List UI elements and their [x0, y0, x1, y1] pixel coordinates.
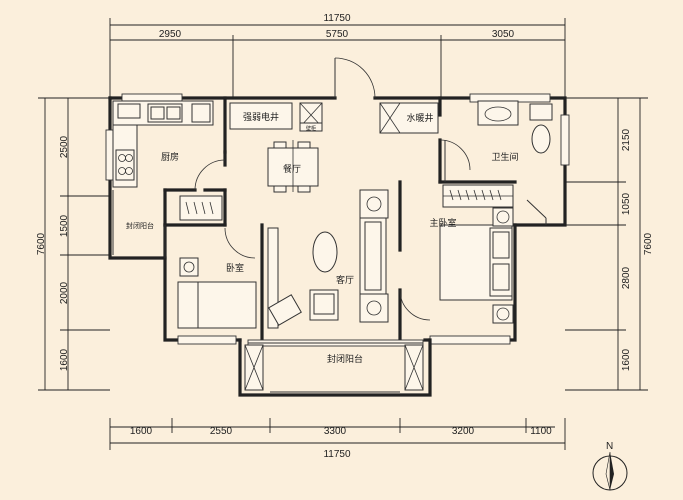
master-bedroom-door-swing [399, 289, 431, 321]
kitchen-counter [112, 100, 214, 188]
compass-north-label: N [606, 441, 613, 452]
tv-cabinet [267, 227, 302, 329]
water-heating-shaft-label: 水暖井 [406, 112, 433, 124]
cabinet-box [299, 102, 323, 132]
top-segment-1: 2950 [159, 29, 182, 40]
bedroom-door-swing [224, 227, 256, 259]
cabinet-label: 壁柜 [306, 125, 316, 132]
dining-label: 餐厅 [283, 163, 301, 175]
right-total-dimension: 7600 [643, 232, 654, 255]
right-segment-3: 2800 [621, 266, 632, 289]
top-segment-3: 3050 [492, 29, 515, 40]
left-segment-4: 1600 [59, 348, 70, 371]
top-segment-2: 5750 [326, 29, 349, 40]
left-dimension-lines [38, 97, 110, 391]
bedroom-label: 卧室 [226, 262, 244, 274]
bottom-dimension-lines [109, 418, 566, 450]
coffee-table [312, 231, 338, 273]
entry-door [334, 57, 376, 99]
bottom-segment-1: 1600 [130, 426, 153, 437]
bedroom-bed [177, 257, 257, 329]
armchair [309, 289, 339, 321]
bottom-segment-2: 2550 [210, 426, 233, 437]
electrical-shaft-label: 强弱电井 [243, 111, 279, 123]
sofa [359, 189, 389, 323]
master-bed [439, 207, 514, 324]
bedroom-wardrobe [179, 195, 223, 221]
bathroom-fixtures [439, 100, 553, 182]
right-segment-1: 2150 [621, 128, 632, 151]
kitchen-label: 厨房 [161, 151, 179, 163]
bottom-segment-4: 3200 [452, 426, 475, 437]
left-segment-1: 2500 [59, 135, 70, 158]
bottom-segment-3: 3300 [324, 426, 347, 437]
top-total-dimension: 11750 [323, 13, 351, 24]
right-dimension-lines [565, 97, 648, 391]
kitchen-door-swing [194, 159, 226, 191]
bathroom-label: 卫生间 [491, 151, 518, 163]
windows [105, 93, 570, 347]
left-segment-3: 2000 [59, 281, 70, 304]
bottom-segment-5: 1100 [530, 426, 552, 437]
master-wardrobe [442, 184, 514, 208]
water-heating-shaft [379, 102, 439, 134]
left-total-dimension: 7600 [36, 232, 47, 255]
right-segment-4: 1600 [621, 348, 632, 371]
side-wall-bracket [526, 199, 547, 225]
left-balcony-label: 封闭阳台 [126, 221, 154, 230]
electrical-shaft [229, 102, 293, 130]
living-room-label: 客厅 [336, 274, 354, 286]
master-bedroom-label: 主卧室 [429, 217, 456, 229]
bottom-balcony-label: 封闭阳台 [327, 353, 363, 365]
top-dimension-lines [109, 18, 566, 98]
bottom-total-dimension: 11750 [323, 449, 351, 460]
bottom-balcony [238, 338, 432, 397]
dining-table [267, 140, 319, 193]
north-compass [592, 451, 628, 491]
right-segment-2: 1050 [621, 192, 632, 215]
left-balcony [112, 190, 166, 258]
left-segment-2: 1500 [59, 214, 70, 237]
